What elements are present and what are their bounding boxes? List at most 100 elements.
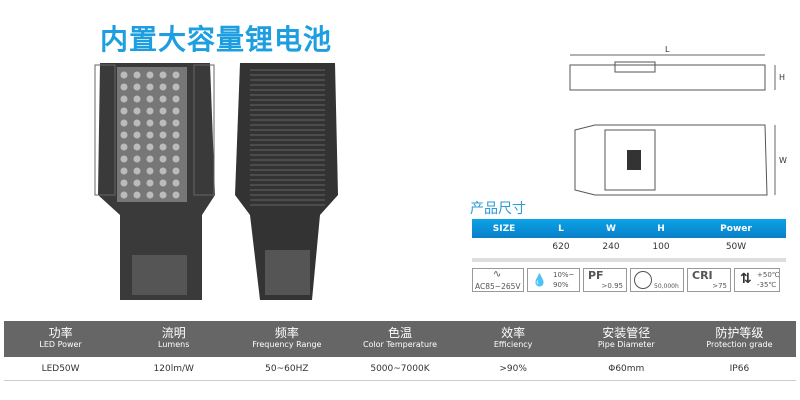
led-chip <box>146 119 154 127</box>
led-chip <box>172 119 180 127</box>
cell: 100 <box>652 242 670 252</box>
header-en: Frequency Range <box>252 340 322 349</box>
lamp-front-image <box>94 63 215 300</box>
thermometer-icon: ⇅ <box>740 271 752 287</box>
header-cell: H <box>657 223 665 234</box>
led-chip <box>133 167 141 175</box>
led-chip <box>120 107 128 115</box>
led-chip <box>120 143 128 151</box>
value-cell: Φ60mm <box>608 363 645 374</box>
led-chip <box>133 131 141 139</box>
led-chip <box>146 155 154 163</box>
led-chip <box>133 143 141 151</box>
led-chip <box>120 131 128 139</box>
cri-badge: CRI >75 <box>687 268 731 292</box>
led-chip <box>133 179 141 187</box>
led-chip <box>133 83 141 91</box>
led-chip <box>159 131 167 139</box>
led-chip <box>120 83 128 91</box>
header-cell: W <box>606 223 616 234</box>
dimensions-title: 产品尺寸 <box>470 201 526 217</box>
header-zh: 流明 <box>161 326 186 340</box>
led-chip <box>159 167 167 175</box>
value-cell: >90% <box>499 363 527 374</box>
voltage-text: AC85~265V <box>475 282 521 291</box>
led-chip <box>159 107 167 115</box>
header-en: LED Power <box>39 340 82 349</box>
value-cell: 120lm/W <box>153 363 194 374</box>
sine-wave-icon: ∿ <box>493 269 502 280</box>
value-cell: IP66 <box>729 363 750 374</box>
led-chip <box>146 179 154 187</box>
led-chip <box>146 83 154 91</box>
header-zh: 功率 <box>48 326 73 340</box>
voltage-badge: ∿ AC85~265V <box>472 268 524 292</box>
led-chip <box>172 107 180 115</box>
label-L: L <box>665 45 670 54</box>
temperature-badge: ⇅ +50℃ -35℃ <box>734 268 780 292</box>
led-chip <box>133 107 141 115</box>
lifetime-badge: 50,000h <box>630 268 684 292</box>
header-cell: Power <box>720 223 752 234</box>
led-chip <box>146 167 154 175</box>
page-title: 内置大容量锂电池 <box>100 23 333 56</box>
led-chip <box>172 155 180 163</box>
water-drop-icon: 💧 <box>532 273 547 287</box>
header-en: Color Temperature <box>362 340 438 349</box>
led-chip <box>172 191 180 199</box>
led-chip <box>146 95 154 103</box>
cell: 240 <box>602 242 620 252</box>
divider <box>472 258 786 262</box>
value-cell: 50~60HZ <box>265 363 309 374</box>
led-chip <box>133 119 141 127</box>
led-chip <box>172 71 180 79</box>
humidity-min: 10%~ <box>553 271 575 279</box>
value-cell: 5000~7000K <box>370 363 430 374</box>
label-H: H <box>779 73 785 82</box>
led-chip <box>146 191 154 199</box>
dimension-diagram: L H W <box>569 45 787 196</box>
header-zh: 防护等级 <box>715 326 764 340</box>
led-chip <box>159 191 167 199</box>
led-chip <box>172 179 180 187</box>
led-chip <box>172 95 180 103</box>
led-chip <box>146 107 154 115</box>
cri-label: CRI <box>692 269 713 282</box>
cell: 620 <box>552 242 570 252</box>
header-zh: 色温 <box>387 326 412 340</box>
clock-icon <box>634 271 652 289</box>
led-chip <box>133 71 141 79</box>
led-chip <box>172 143 180 151</box>
led-chip <box>133 155 141 163</box>
led-chip <box>120 191 128 199</box>
led-chip <box>159 119 167 127</box>
size-table: SIZE L W H Power 620 240 100 50W <box>472 219 786 262</box>
cri-value: >75 <box>712 282 727 290</box>
led-chip <box>146 131 154 139</box>
label-W: W <box>779 156 787 165</box>
header-cell: SIZE <box>492 223 516 234</box>
led-chip <box>146 143 154 151</box>
lamp-back-image <box>235 63 338 300</box>
led-chip <box>159 179 167 187</box>
header-en: Efficiency <box>493 340 533 349</box>
header-zh: 频率 <box>274 326 299 340</box>
header-en: Pipe Diameter <box>597 340 655 349</box>
led-chip <box>120 155 128 163</box>
led-chip <box>133 191 141 199</box>
led-chip <box>172 167 180 175</box>
led-chip <box>133 95 141 103</box>
size-table-row: 620 240 100 50W <box>472 238 786 256</box>
led-chip <box>120 119 128 127</box>
led-chip <box>120 71 128 79</box>
humidity-max: 90% <box>553 281 569 289</box>
header-zh: 效率 <box>501 326 526 340</box>
